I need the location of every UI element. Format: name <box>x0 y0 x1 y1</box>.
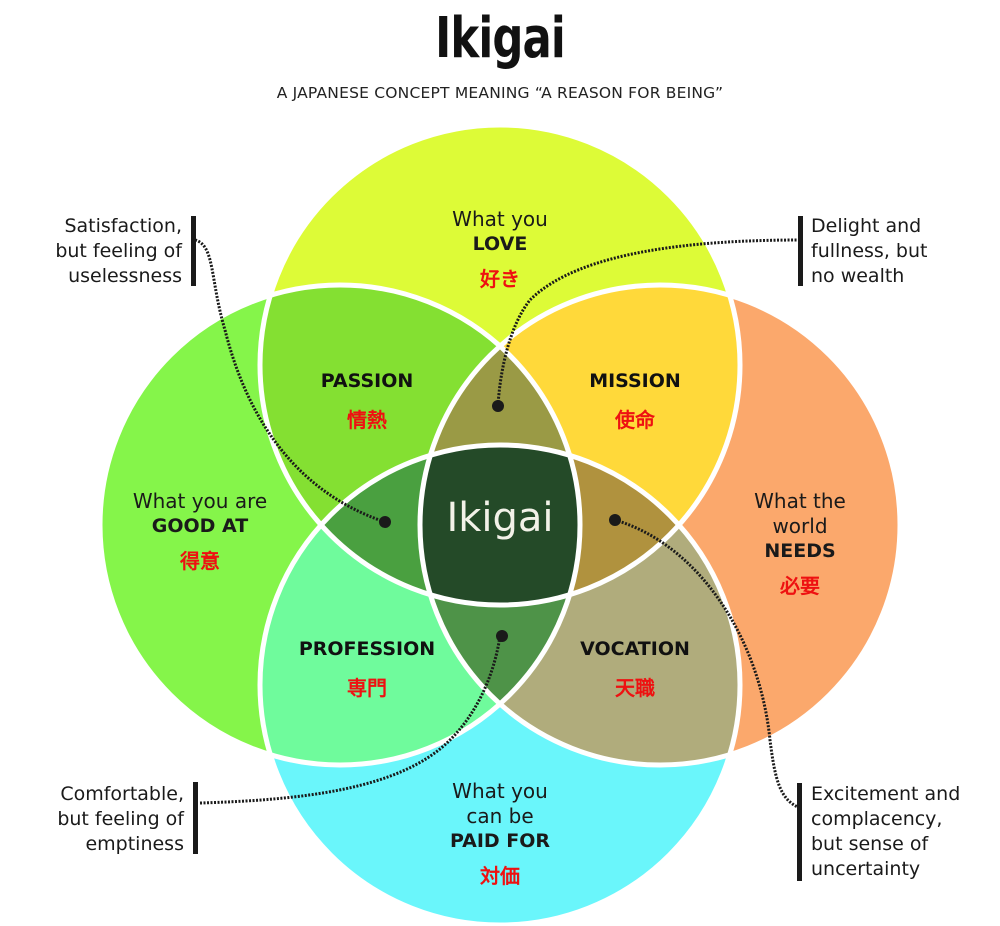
love-japanese: 好き <box>480 267 520 291</box>
note-line: Satisfaction, <box>64 215 182 237</box>
good-at-japanese: 得意 <box>180 549 220 573</box>
paid-for-line2: can be <box>466 804 534 828</box>
needs-japanese: 必要 <box>780 574 820 598</box>
page-subtitle: A JAPANESE CONCEPT MEANING “A REASON FOR… <box>276 84 724 102</box>
note-bar-bottom-left <box>193 782 198 854</box>
note-line: uncertainty <box>811 858 921 880</box>
note-line: emptiness <box>85 833 184 855</box>
passion-text: PASSION <box>320 370 414 392</box>
label-good-at: What you are GOOD AT 得意 <box>100 489 300 574</box>
profession-text: PROFESSION <box>298 638 436 660</box>
connector-dot-bottom <box>496 630 508 642</box>
mission-japanese: 使命 <box>615 408 655 432</box>
note-line: no wealth <box>811 265 905 287</box>
connector-top-left <box>194 238 386 524</box>
note-line: Delight and <box>811 215 922 237</box>
label-passion: PASSION 情熱 <box>287 370 447 433</box>
label-love: What you LOVE 好き <box>400 207 600 292</box>
connector-bottom-right <box>614 518 801 810</box>
connector-bottom-left <box>199 635 502 805</box>
note-bar-top-left <box>191 216 196 286</box>
needs-line1: What the <box>754 489 846 513</box>
note-line: Comfortable, <box>60 783 184 805</box>
profession-japanese: 専門 <box>347 676 387 700</box>
connector-dot-left <box>379 516 391 528</box>
note-line: uselessness <box>68 265 182 287</box>
lens-top <box>420 285 580 605</box>
lens-left <box>260 445 580 605</box>
outline-needs <box>417 282 903 768</box>
outline-love <box>257 122 743 608</box>
passion-japanese: 情熱 <box>347 408 387 432</box>
note-line: fullness, but <box>811 240 928 262</box>
paid-for-line1: What you <box>452 779 548 803</box>
vocation-text: VOCATION <box>580 638 690 660</box>
label-profession: PROFESSION 専門 <box>277 638 457 701</box>
outline-paid-for <box>257 442 743 926</box>
needs-bold: NEEDS <box>764 540 836 562</box>
label-paid-for: What you can be PAID FOR 対価 <box>400 779 600 889</box>
love-bold: LOVE <box>472 233 528 255</box>
note-bottom-right: Excitement and complacency, but sense of… <box>811 782 996 882</box>
label-needs: What the world NEEDS 必要 <box>700 489 900 599</box>
note-line: but feeling of <box>55 240 182 262</box>
connector-top-right <box>496 238 801 407</box>
good-at-bold: GOOD AT <box>151 515 249 537</box>
lens-bottom <box>420 445 580 765</box>
note-line: but feeling of <box>57 808 184 830</box>
paid-for-bold: PAID FOR <box>449 830 551 852</box>
lens-right <box>420 445 740 605</box>
note-top-right: Delight and fullness, but no wealth <box>811 214 991 289</box>
note-top-left: Satisfaction, but feeling of uselessness <box>10 214 182 289</box>
good-at-line1: What you are <box>132 489 268 513</box>
connector-dot-top <box>492 400 504 412</box>
vocation-japanese: 天職 <box>615 676 655 700</box>
label-vocation: VOCATION 天職 <box>545 638 725 701</box>
mission-text: MISSION <box>589 370 681 392</box>
note-bar-bottom-right <box>797 783 802 881</box>
note-line: complacency, <box>811 808 943 830</box>
ikigai-center-label: Ikigai <box>446 495 554 541</box>
note-bottom-left: Comfortable, but feeling of emptiness <box>10 782 184 857</box>
needs-line2: world <box>772 514 828 538</box>
love-line1: What you <box>452 207 548 231</box>
note-line: but sense of <box>811 833 929 855</box>
note-line: Excitement and <box>811 783 961 805</box>
page-title: Ikigai <box>435 6 566 71</box>
note-bar-top-right <box>798 216 803 286</box>
paid-for-japanese: 対価 <box>480 864 520 888</box>
connector-dot-right <box>609 514 621 526</box>
outline-good-at <box>97 282 583 768</box>
label-mission: MISSION 使命 <box>555 370 715 433</box>
